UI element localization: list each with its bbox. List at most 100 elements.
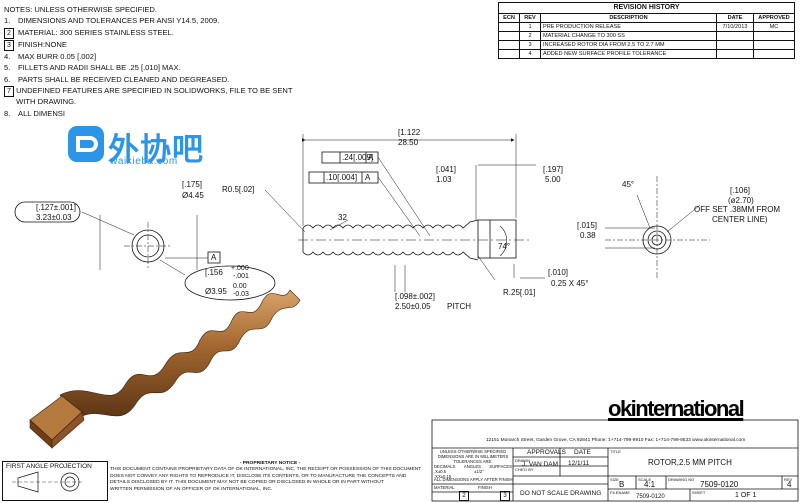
tol-surfaces: SURFACES [489,464,512,469]
angle-45: 45° [622,180,635,189]
note-number: 4. [4,51,11,61]
datum-a: A [211,253,217,262]
tol-x1: .X±0.5 [434,469,447,474]
profile-tolerance-2: .10[.004] [326,173,358,182]
tol-unless: UNLESS OTHERWISE SPECIFIED DIMENSIONS AR… [437,449,509,459]
note-text: FILLETS AND RADII SHALL BE .25 [.010] MA… [18,63,181,73]
dim-197: [.197] [543,165,564,174]
tol-angle-value: ±1/2° [474,469,484,474]
dim-025-chamfer: 0.25 X 45° [551,279,589,288]
profile-datum-1: A [368,153,374,162]
note-text: ALL DIMENSI [18,108,65,118]
note-number: 6. [4,74,11,84]
profile-datum-2: A [365,173,371,182]
do-not-scale: DO NOT SCALE DRAWING [520,490,602,497]
dim-010: [.010] [548,268,569,277]
dim-127: [.127±.001] [36,203,76,212]
note-number: 3 [4,39,18,51]
rotor-side-view [298,134,530,261]
note-item: 1.DIMENSIONS AND TOLERANCES PER ANSI Y14… [4,15,309,26]
angle-74: 74° [498,242,511,251]
size-label: SIZE [610,477,619,482]
approvals-header: APPROVALS [527,449,566,456]
note-number: 5. [4,63,11,73]
scale-value: 4:1 [644,480,656,489]
company-logo: okinternational [608,396,745,421]
note-number: 8. [4,108,11,118]
dim-038: 0.38 [580,231,596,240]
finish-ref: 3 [500,491,510,501]
first-angle-projection: FIRST ANGLE PROJECTION [2,461,108,501]
sheet-label: SHEET [692,490,706,495]
proprietary-line: DETAILS DISCLOSED BY IT. THIS DOCUMENT M… [110,480,384,486]
tol-decimals: DECIMALS [434,464,456,469]
projection-label: FIRST ANGLE PROJECTION [6,463,92,470]
dim-radius-05: R0.5[.02] [222,185,255,194]
proprietary-line: WRITTEN PERMISSION OF AN OFFICER OF OK I… [110,486,273,492]
drawn-label: DRAWN [515,458,530,463]
note-item: 6. PARTS SHALL BE RECEIVED CLEANED AND DE… [4,74,309,85]
dim-pitch-mm: 2.50±0.05 [395,302,431,311]
dim-106: [.106] [730,186,751,195]
date-header: DATE [574,449,591,456]
dim-radius-25: R.25[.01] [503,288,536,297]
rotor-3d-render [29,289,301,449]
note-text: MATERIAL: 300 SERIES STAINLESS STEEL. [18,27,174,37]
dims-after-finish: ALL DIMENSIONS APPLY AFTER FINISH [434,477,513,482]
dim-270: (ø2.70) [728,196,754,205]
size-value: B [619,480,625,489]
note-text: DIMENSIONS AND TOLERANCES PER ANSI Y14.5… [18,16,220,26]
drawing-title: ROTOR,2.5 MM PITCH [648,458,732,467]
dim-pitch-in: [.098±.002] [395,292,435,301]
dim-323: 3.23±0.03 [36,213,72,222]
note-item: 8. ALL DIMENSI [4,108,309,119]
tol-x2: .XX±0.15 [434,474,452,479]
watermark-logo-icon [68,126,104,162]
note-item: 4.MAX BURR 0.05 [.002] [4,51,309,62]
dim-156-lower: -.001 [233,273,249,280]
note-text: FINISH:NONE [18,39,67,49]
watermark-url: waixieba.com [110,156,178,167]
profile-tolerance-1: .24[.009] [342,153,374,162]
note-number: 7 [4,85,16,108]
first-angle-projection-icon [12,471,84,493]
note-number: 2 [4,27,18,39]
dim-pitch-label: PITCH [447,302,471,311]
rotor-end-view-left [99,215,198,270]
title-label: TITLE [610,449,621,454]
feature-control-frames [14,151,379,301]
offset-note: OFF SET .38MM FROM [694,205,781,214]
tolerance-block: UNLESS OTHERWISE SPECIFIED DIMENSIONS AR… [434,449,512,479]
dim-length-in: [1.122 [398,128,421,137]
company-address: 12151 Monarch Street, Garden Grove, CA 9… [486,438,746,443]
revision-cell-appr [753,49,795,59]
general-notes: NOTES: UNLESS OTHERWISE SPECIFIED. 1.DIM… [4,4,309,119]
finish-label: FINISH [478,485,492,490]
dim-103: 1.03 [436,175,452,184]
leader-lines [81,156,701,292]
note-text: UNDEFINED FEATURES ARE SPECIFIED IN SOLI… [16,86,293,107]
tol-angles: ANGLES [463,464,481,469]
dim-445: Ø4.45 [182,191,204,200]
sheet-value: 1 OF 1 [735,492,757,499]
dim-395: Ø3.95 [205,287,227,296]
proprietary-notice: - PROPRIETARY NOTICE - THIS DOCUMENT CON… [110,461,430,493]
filename-value: 7509-0120 [636,494,665,500]
dim-395-upper: 0.00 [233,283,247,290]
rotor-end-view-right [605,176,710,280]
drawing-number: 7509-0120 [700,480,739,489]
dim-156-upper: +.000 [231,265,249,272]
title-block-frame [431,419,799,502]
thread-count: 32 [338,213,347,222]
offset-note-2: CENTER LINE) [712,215,768,224]
rev-value: 4 [787,480,792,489]
note-text: PARTS SHALL BE RECEIVED CLEANED AND DEGR… [18,74,230,84]
watermark-text: 外协吧 [108,132,204,167]
proprietary-line: THIS DOCUMENT CONTAINS PROPRIETARY DATA … [110,467,422,473]
